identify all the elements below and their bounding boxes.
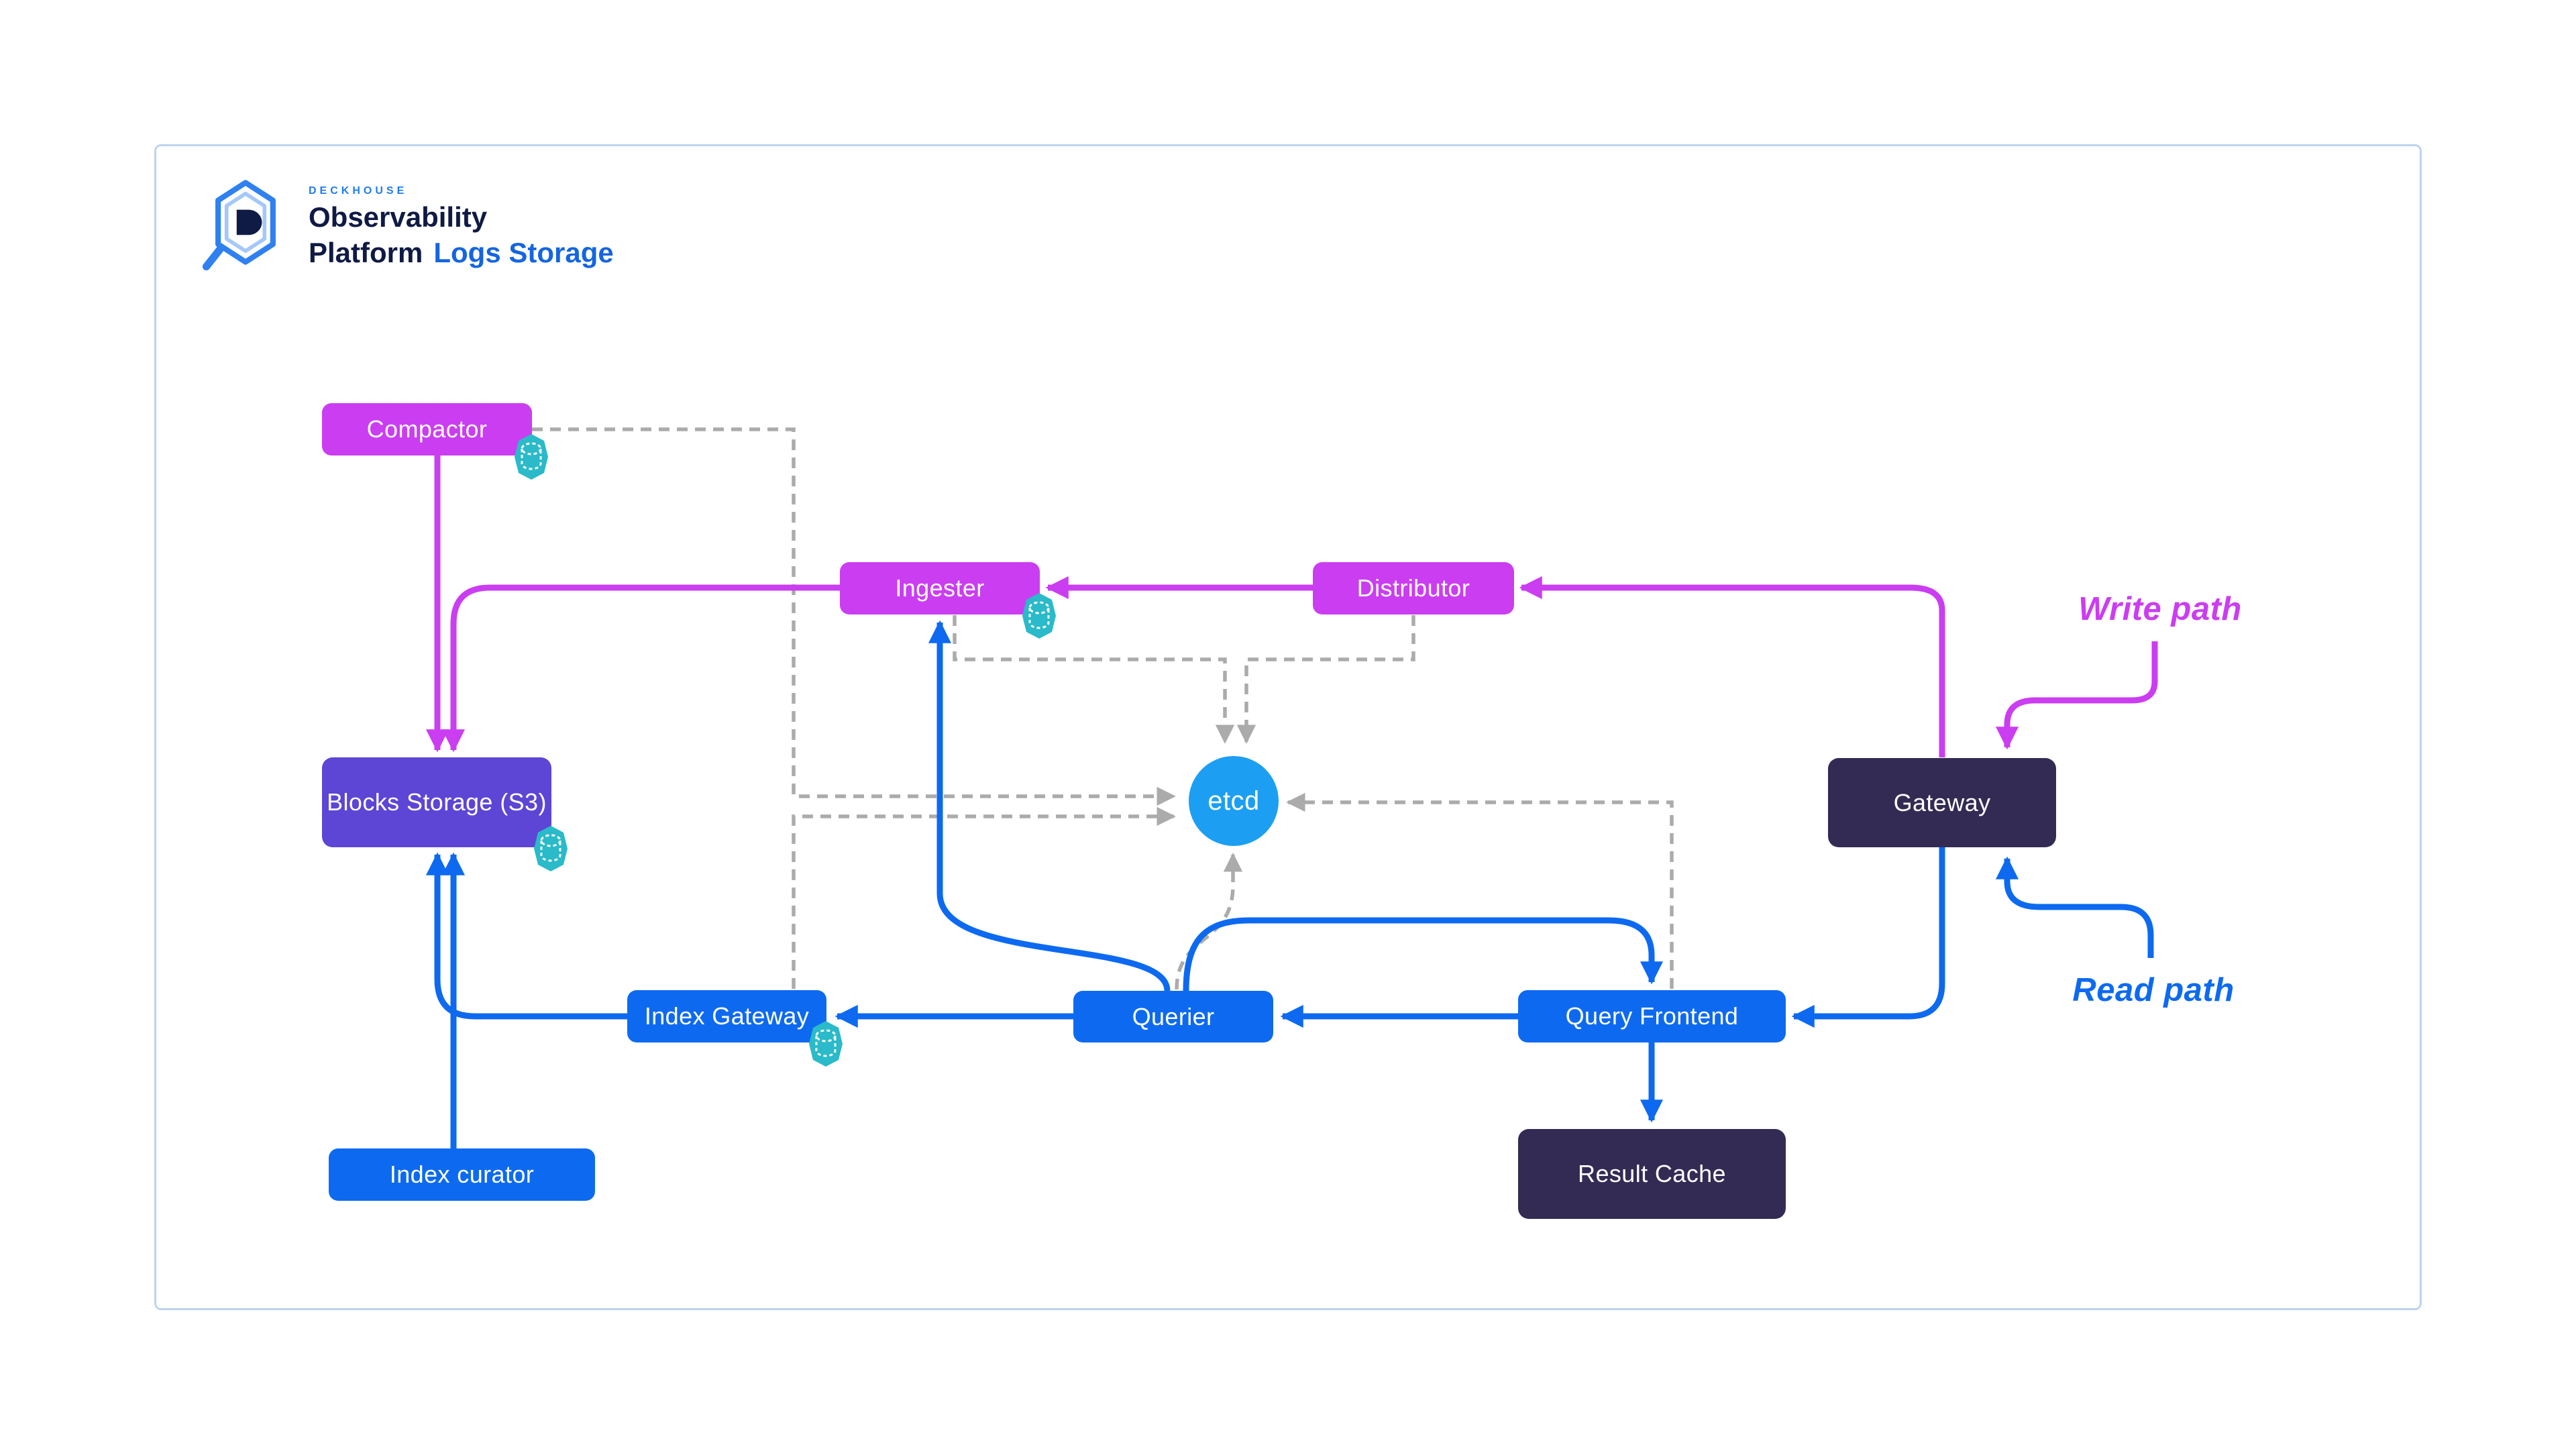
node-etcd: etcd — [1189, 756, 1279, 846]
node-index-curator: Index curator — [329, 1148, 595, 1201]
edge-gateway-distributor — [1519, 576, 1945, 757]
logo-text: DECKHOUSE Observability Platform Logs St… — [309, 180, 614, 268]
edge-distributor-etcd — [1236, 615, 1415, 744]
storage-icon — [1022, 593, 1056, 639]
node-ingester: Ingester — [840, 562, 1056, 639]
node-index-curator-label: Index curator — [389, 1161, 535, 1188]
logo-title-line2: Platform — [309, 237, 423, 268]
deckhouse-logo-icon — [202, 180, 276, 271]
node-query-frontend-label: Query Frontend — [1565, 1002, 1739, 1030]
node-compactor-label: Compactor — [366, 415, 488, 443]
logo-title-line1: Observability — [309, 201, 488, 233]
node-result-cache-label: Result Cache — [1578, 1160, 1726, 1187]
logo: DECKHOUSE Observability Platform Logs St… — [201, 180, 614, 282]
node-querier-label: Querier — [1132, 1002, 1215, 1030]
node-query-frontend: Query Frontend — [1518, 990, 1786, 1042]
edge-index-gateway-blocks-storage — [425, 852, 627, 1020]
storage-icon — [515, 434, 548, 480]
node-blocks-storage-label: Blocks Storage (S3) — [327, 788, 547, 816]
node-querier: Querier — [1073, 991, 1273, 1042]
node-etcd-label: etcd — [1208, 786, 1260, 816]
storage-icon — [809, 1021, 843, 1067]
edge-querier-ingester — [928, 620, 1171, 991]
edge-write-label-gateway — [1995, 641, 2158, 750]
edge-query-frontend-etcd — [1286, 792, 1674, 989]
edge-ingester-blocks-storage — [441, 584, 840, 753]
node-index-gateway: Index Gateway — [627, 990, 843, 1067]
edge-compactor-etcd — [532, 427, 1176, 806]
edge-index-gateway-etcd — [792, 806, 1176, 989]
storage-icon — [534, 826, 568, 871]
node-distributor-label: Distributor — [1356, 574, 1470, 602]
edge-read-label-gateway — [1995, 856, 2154, 958]
read-path-label: Read path — [2072, 972, 2235, 1008]
logo-subtitle: Logs Storage — [433, 237, 614, 268]
diagram-frame — [154, 144, 2422, 1310]
node-result-cache: Result Cache — [1518, 1129, 1786, 1219]
node-compactor: Compactor — [322, 403, 548, 480]
edge-ingester-etcd — [953, 615, 1235, 744]
node-distributor: Distributor — [1313, 562, 1514, 614]
node-gateway: Gateway — [1828, 758, 2056, 847]
edge-querier-query-frontend — [1183, 917, 1664, 991]
node-ingester-label: Ingester — [895, 574, 985, 602]
edge-gateway-query-frontend — [1791, 847, 1945, 1028]
node-gateway-label: Gateway — [1893, 788, 1991, 816]
node-blocks-storage: Blocks Storage (S3) — [322, 757, 568, 871]
node-index-gateway-label: Index Gateway — [644, 1002, 810, 1030]
edge-querier-etcd — [1175, 853, 1243, 990]
write-path-label: Write path — [2078, 591, 2242, 627]
logo-brand: DECKHOUSE — [309, 185, 408, 197]
